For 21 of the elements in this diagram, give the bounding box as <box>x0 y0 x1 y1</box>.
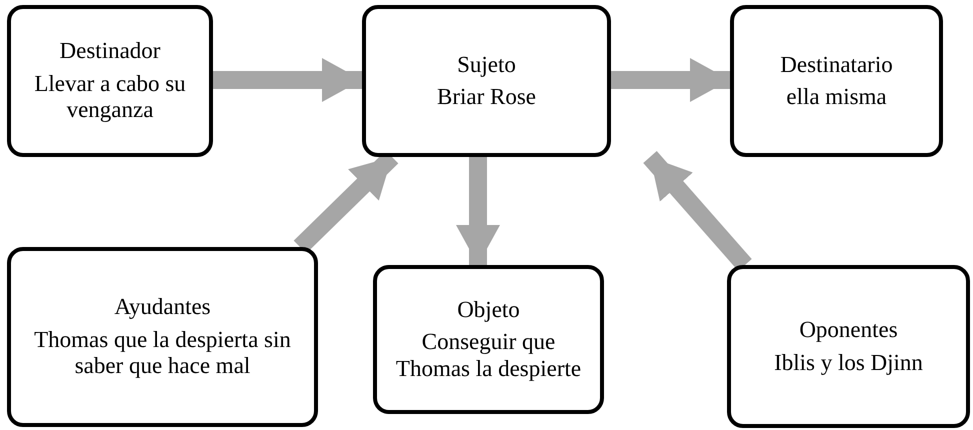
node-text: Thomas que la despierta sin saber que hace mal <box>33 326 292 380</box>
node-heading: Ayudantes <box>114 294 211 321</box>
node-text: Llevar a cabo su venganza <box>33 70 187 124</box>
node-heading: Destinador <box>60 38 160 65</box>
rounded-box <box>7 247 318 427</box>
node-text: Conseguir que Thomas la despierte <box>394 329 582 382</box>
node-heading: Destinatario <box>780 52 893 78</box>
block-arrow <box>213 58 362 102</box>
node-text: ella misma <box>786 84 887 110</box>
block-arrow <box>456 157 500 265</box>
node-heading: Oponentes <box>799 317 898 344</box>
rounded-box <box>362 5 611 157</box>
node-text: Briar Rose <box>436 84 536 110</box>
rounded-box <box>7 5 213 157</box>
node-text: Iblis y los Djinn <box>774 350 923 376</box>
node-heading: Objeto <box>457 296 520 324</box>
rounded-box <box>373 265 604 414</box>
node-heading: Sujeto <box>457 52 516 78</box>
block-arrow <box>611 58 730 102</box>
rounded-box <box>727 265 970 428</box>
rounded-box <box>730 5 943 157</box>
